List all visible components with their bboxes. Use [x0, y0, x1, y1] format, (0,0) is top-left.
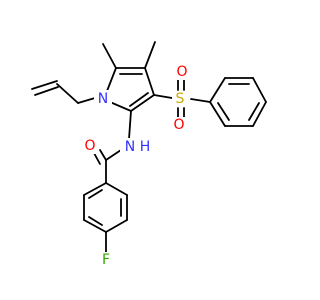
bond-phenyl-inner-c	[217, 102, 230, 121]
bond-c3-c2-double-a	[130, 94, 155, 112]
molecule-canvas: N N H O S O O F	[31, 41, 267, 268]
bond-phenyl-3	[252, 77, 267, 103]
atom-sulfur: S	[176, 91, 185, 107]
atom-hydrogen-amide: H	[140, 139, 151, 155]
bonds	[31, 41, 267, 253]
bond-phenyl-1	[209, 77, 226, 103]
bond-phenyl-inner-b	[248, 102, 260, 121]
bond-c2-n1	[109, 101, 132, 112]
atom-oxygen-carbonyl: O	[84, 138, 95, 154]
bond-fluorophenyl-1	[105, 182, 128, 196]
atom-labels: N N H O S O O F	[82, 64, 189, 268]
bond-c2-nh	[128, 110, 132, 140]
bond-c4-c3	[144, 67, 155, 96]
molecule-structure: N N H O S O O F	[31, 41, 267, 268]
atom-oxygen-sulfonyl-top: O	[176, 64, 187, 80]
bond-carbonyl-double-b	[93, 152, 101, 165]
atom-oxygen-sulfonyl-bottom: O	[173, 117, 184, 133]
bond-carbonyl-double-a	[99, 149, 107, 161]
bond-allyl-vinyl-ch2	[56, 83, 79, 104]
bond-c3-s	[153, 94, 173, 99]
atom-nitrogen-ring: N	[98, 91, 108, 107]
bond-c3-c2-double-b	[129, 92, 149, 107]
bond-n1-c5	[106, 67, 117, 92]
atom-nitrogen-amide: N	[125, 139, 135, 155]
bond-allyl-terminal-double-a	[31, 80, 58, 90]
bond-fluorophenyl-3	[105, 219, 128, 233]
bond-c5-methyl	[102, 43, 117, 69]
bond-allyl-ch2-n	[77, 97, 96, 104]
bond-phenyl-6	[209, 101, 226, 127]
atom-fluorine: F	[102, 252, 110, 268]
bond-nh-carbonyl-c	[105, 149, 122, 161]
bond-s-phenyl	[190, 98, 211, 103]
bond-phenyl-4	[252, 101, 267, 127]
bond-fluorophenyl-inner-b	[88, 216, 103, 226]
bond-fluorophenyl-6	[83, 182, 107, 196]
bond-c4-methyl	[144, 41, 156, 69]
bond-fluorophenyl-4	[83, 219, 107, 233]
bond-allyl-terminal-double-b	[34, 86, 59, 96]
bond-fluorophenyl-inner-c	[88, 189, 103, 199]
